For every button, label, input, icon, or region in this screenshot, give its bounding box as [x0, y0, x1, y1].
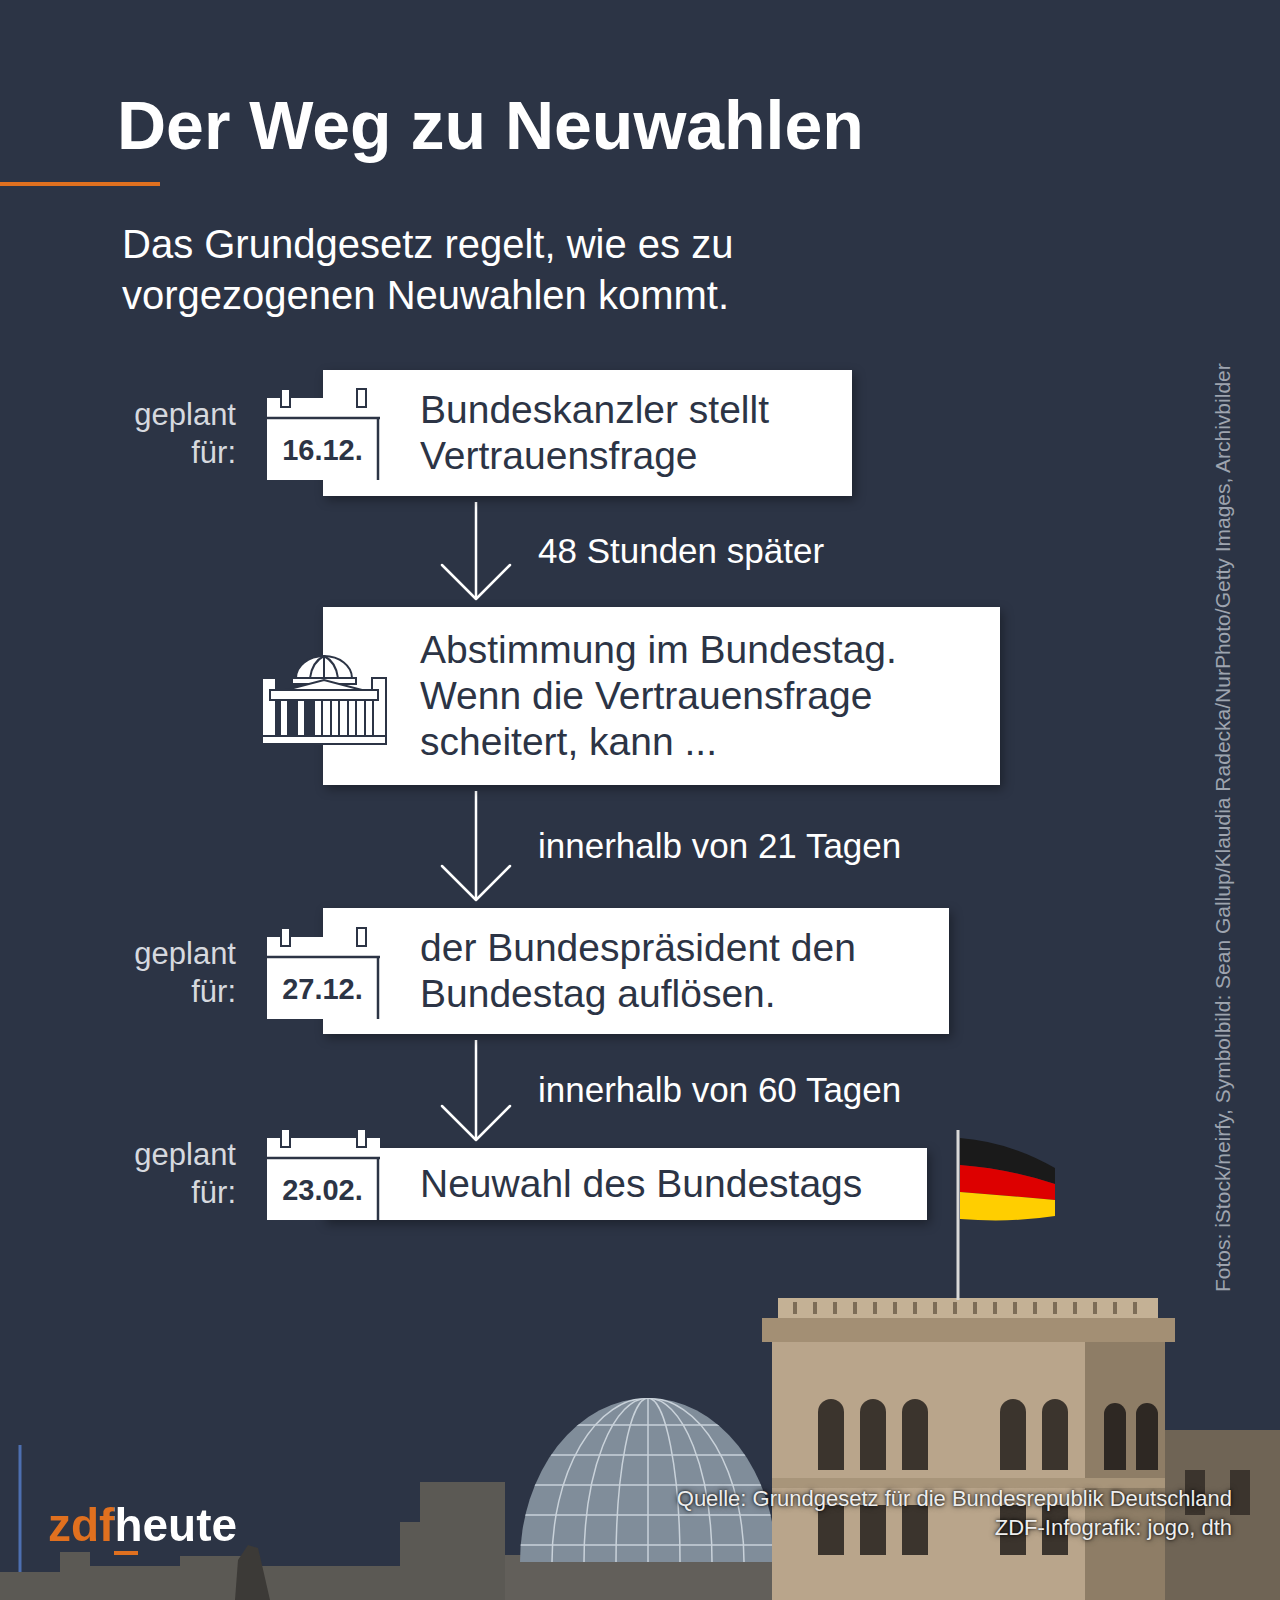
building-icon-svg [260, 648, 388, 750]
arrowhead [442, 565, 510, 599]
dome-ribs [310, 656, 338, 678]
left-buildings [0, 1482, 505, 1600]
source-note: ZDF-Infografik: jogo, dth [995, 1513, 1232, 1542]
lamp-post [19, 1445, 22, 1575]
column [297, 700, 305, 736]
logo-underline [114, 1551, 138, 1555]
connector-line [475, 1040, 478, 1140]
window [860, 1505, 886, 1555]
title: Der Weg zu Neuwahlen [117, 91, 864, 159]
flag-stripe [960, 1192, 1055, 1220]
calendar-line [377, 418, 380, 480]
dome-rib [647, 1390, 649, 1570]
calendar-tab [281, 1129, 290, 1147]
calendar-tab [281, 389, 290, 407]
dome-ring [500, 1484, 800, 1486]
window [818, 1505, 844, 1555]
calendar: 16.12. [267, 388, 380, 480]
calendar-body [267, 398, 380, 480]
connector [442, 1040, 510, 1140]
column [314, 700, 322, 736]
calendar: 23.02. [267, 1128, 380, 1220]
plan-label: geplant für: [96, 935, 236, 1011]
edge-label: innerhalb von 21 Tagen [538, 825, 901, 867]
process-box: 16.12.Bundeskanzler stellt Vertrauensfra… [323, 370, 852, 496]
calendar-line [267, 1157, 380, 1160]
window [1042, 1399, 1068, 1470]
flagpole [957, 1130, 960, 1300]
plan-label: geplant für: [96, 1136, 236, 1212]
calendar-body [267, 937, 380, 1019]
dome-ring [500, 1424, 800, 1426]
calendar-tab [281, 928, 290, 946]
subtitle: Das Grundgesetz regelt, wie es zu vorgez… [122, 219, 822, 321]
column [280, 700, 288, 736]
box-text: der Bundespräsident den Bundestag auflös… [420, 925, 934, 1017]
base [262, 736, 386, 744]
column [331, 700, 339, 736]
calendar-body [267, 1138, 380, 1220]
brand-logo: zdfheute [48, 1499, 237, 1551]
box-text: Neuwahl des Bundestags [420, 1161, 912, 1207]
cornice [762, 1318, 1175, 1342]
connector [442, 791, 510, 900]
dome [296, 656, 352, 678]
window [1000, 1399, 1026, 1470]
dome-ring [500, 1514, 800, 1516]
balusters [795, 1302, 1135, 1314]
calendar-line [377, 957, 380, 1019]
edge-label: 48 Stunden später [538, 530, 824, 572]
window [1136, 1403, 1158, 1470]
process-box: 23.02.Neuwahl des Bundestags [323, 1148, 927, 1220]
arrowhead [442, 1106, 510, 1140]
calendar-tab [357, 928, 366, 946]
entablature [270, 690, 378, 700]
window [1230, 1470, 1250, 1515]
date-text: 27.12. [267, 959, 378, 1019]
dome-ring [500, 1544, 800, 1546]
accent-line [0, 182, 160, 186]
statue [235, 1545, 270, 1600]
corner-tower [262, 678, 276, 736]
window [902, 1399, 928, 1470]
date-text: 23.02. [267, 1160, 378, 1220]
calendar-line [267, 417, 380, 420]
date-text: 16.12. [267, 420, 378, 480]
dome-ring [500, 1454, 800, 1456]
building-icon [260, 648, 388, 750]
connector-line [475, 502, 478, 599]
window [902, 1505, 928, 1555]
photo-credit: Fotos: iStock/neirfy, Symbolbild: Sean G… [1210, 363, 1236, 1292]
arrowhead [442, 866, 510, 900]
tower-shade [1085, 1340, 1165, 1600]
connector-line [475, 791, 478, 900]
column [348, 700, 356, 736]
column [365, 700, 373, 736]
balustrade [778, 1298, 1158, 1318]
edge-label: innerhalb von 60 Tagen [538, 1069, 901, 1111]
box-text: Bundeskanzler stellt Vertrauensfrage [420, 387, 837, 479]
calendar-line [377, 1158, 380, 1220]
calendar-line [267, 956, 380, 959]
calendar-tab [357, 1129, 366, 1147]
pediment [286, 680, 362, 690]
connector [442, 502, 510, 599]
calendar: 27.12. [267, 927, 380, 1019]
source-note: Quelle: Grundgesetz für die Bundesrepubl… [677, 1484, 1232, 1513]
tower [772, 1340, 1165, 1600]
window [1104, 1403, 1126, 1470]
window [818, 1399, 844, 1470]
plan-label: geplant für: [96, 396, 236, 472]
process-box: 27.12.der Bundespräsident den Bundestag … [323, 908, 949, 1034]
calendar-tab [357, 389, 366, 407]
corner-tower [372, 678, 386, 736]
process-box: Abstimmung im Bundestag. Wenn die Vertra… [323, 607, 1000, 785]
box-text: Abstimmung im Bundestag. Wenn die Vertra… [420, 627, 985, 765]
window [860, 1399, 886, 1470]
